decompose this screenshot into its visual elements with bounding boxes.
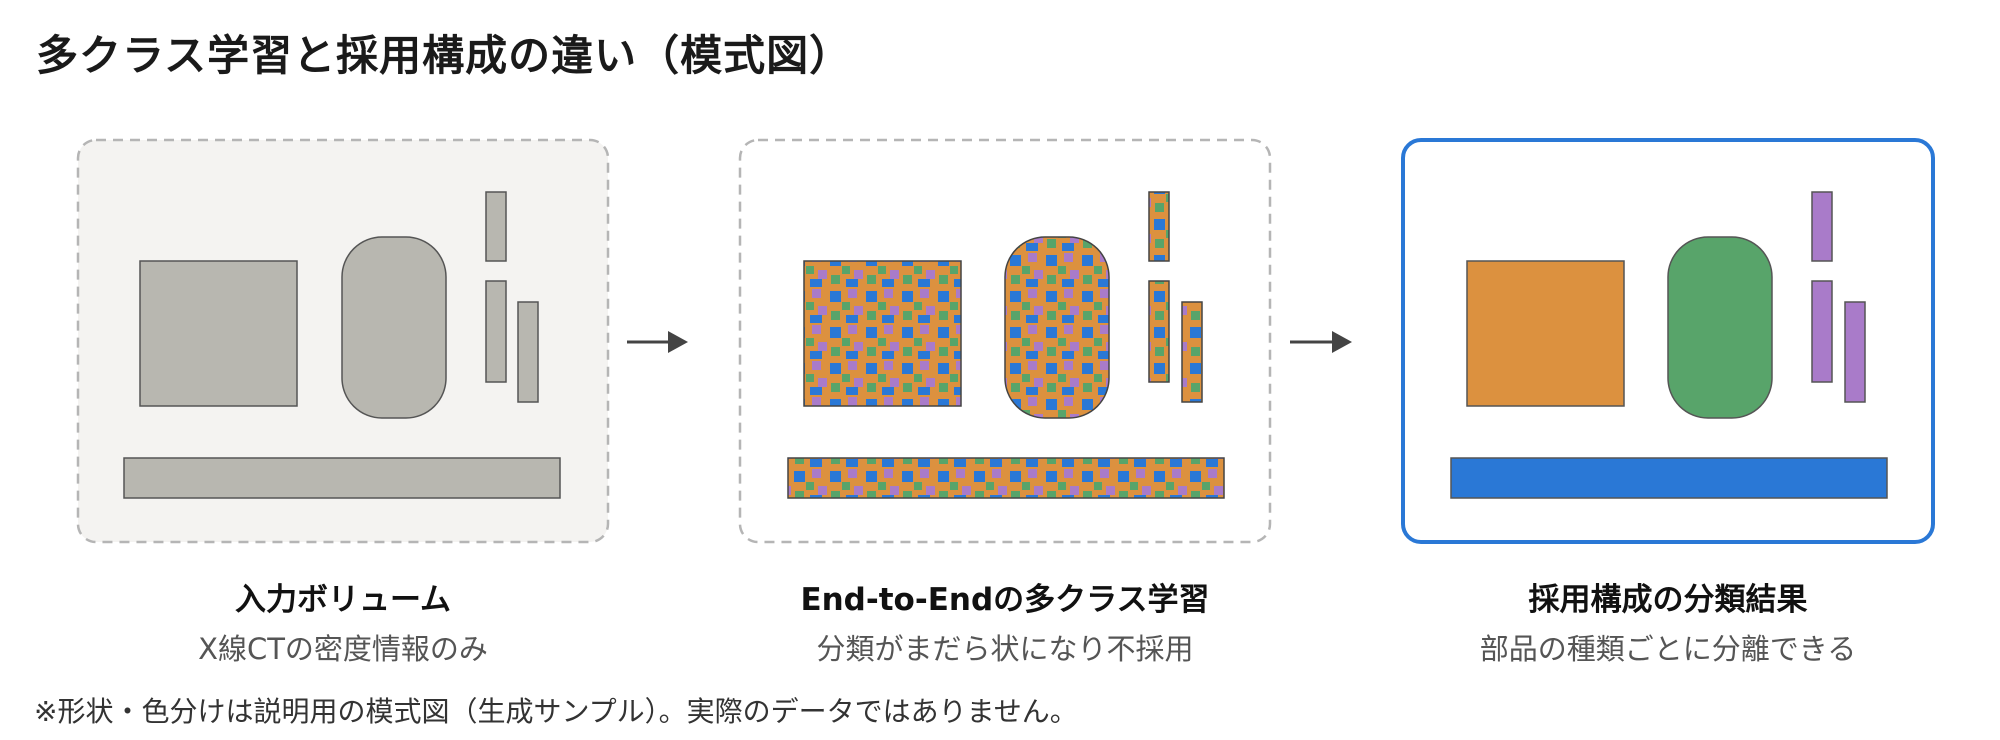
gray-thin-part-top [485, 191, 507, 262]
purple-thin-part-right [1844, 301, 1866, 403]
gray-bar-part [123, 457, 561, 499]
gray-thin-part-middle [485, 280, 507, 383]
panel-end-to-end [738, 138, 1272, 544]
panel-adopted-label: 採用構成の分類結果 [1528, 582, 1808, 618]
panel-end-to-end-sub: 分類がまだら状になり不採用 [816, 632, 1194, 666]
mottled-thin-part-right [1181, 301, 1203, 403]
arrow-right-icon [627, 331, 688, 353]
gray-square-part [139, 260, 298, 407]
footnote: ※形状・色分けは説明用の模式図（生成サンプル）。実際のデータではありません。 [34, 695, 1078, 728]
orange-square-part [1466, 260, 1625, 407]
mottled-rounded-part [1004, 236, 1110, 419]
panel-input-volume [76, 138, 610, 544]
green-rounded-part [1667, 236, 1773, 419]
mottled-thin-part-top [1148, 191, 1170, 262]
mottled-thin-part-middle [1148, 280, 1170, 383]
gray-rounded-part [341, 236, 447, 419]
mottled-bar-part [787, 457, 1225, 499]
panel-input-sub: X線CTの密度情報のみ [198, 632, 488, 666]
mottled-square-part [803, 260, 962, 407]
panel-adopted-sub: 部品の種類ごとに分離できる [1479, 632, 1857, 666]
panel-end-to-end-label: End-to-Endの多クラス学習 [800, 582, 1210, 618]
blue-bar-part [1450, 457, 1888, 499]
purple-thin-part-middle [1811, 280, 1833, 383]
purple-thin-part-top [1811, 191, 1833, 262]
arrow-right-icon [1290, 331, 1352, 353]
page-title: 多クラス学習と採用構成の違い（模式図） [36, 31, 853, 80]
panel-adopted-result [1401, 138, 1935, 544]
panel-input-label: 入力ボリューム [234, 582, 452, 618]
gray-thin-part-right [517, 301, 539, 403]
